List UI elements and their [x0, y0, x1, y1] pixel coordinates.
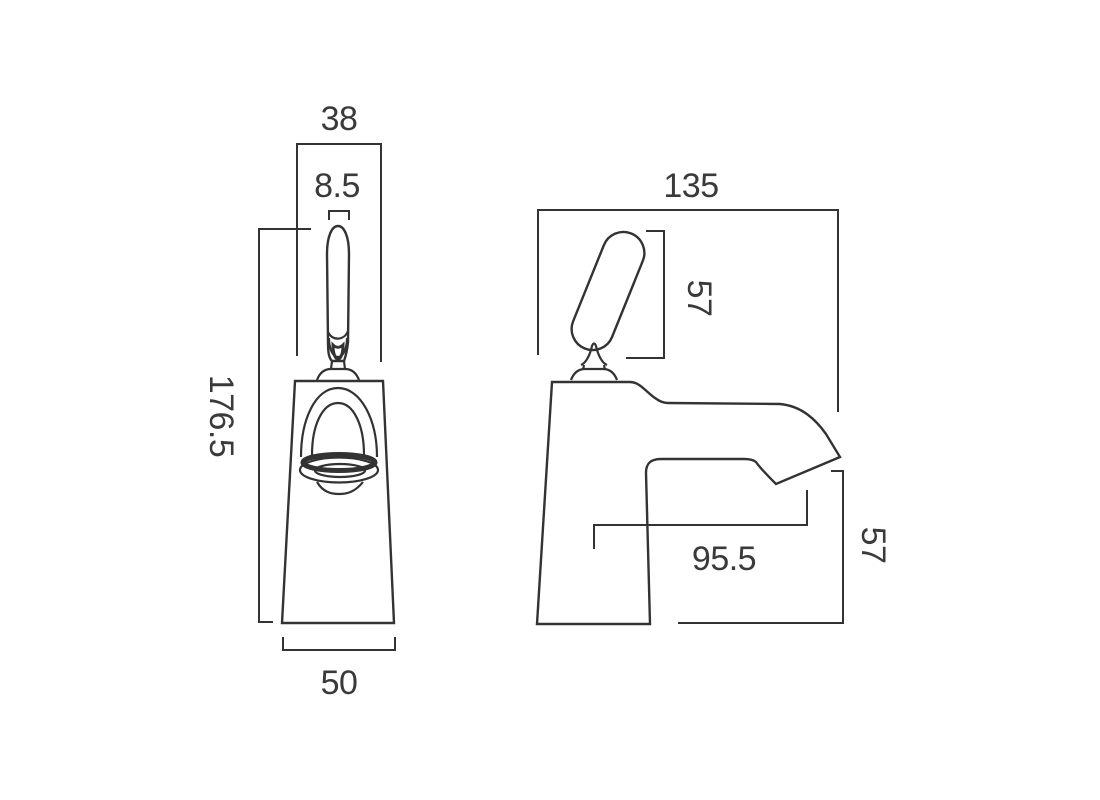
- front-lever-teardrop: [331, 341, 345, 361]
- dim-label-spout-reach: 95.5: [692, 540, 756, 578]
- side-handle-cone: [580, 342, 608, 367]
- dim-line-overall-height: [258, 228, 311, 623]
- dim-label-handle-length: 57: [680, 280, 718, 317]
- front-aerator-rim-band: [300, 452, 378, 473]
- dim-label-overall-height: 176.5: [202, 375, 240, 458]
- dim-line-base-width: [282, 637, 396, 651]
- dim-label-base-width: 50: [321, 664, 358, 702]
- dim-line-overall-depth: [537, 209, 839, 412]
- front-flange: [315, 367, 361, 381]
- front-neck-lines: [329, 360, 347, 370]
- front-lever-outline: [325, 224, 351, 363]
- dim-label-spout-height: 57: [854, 527, 892, 564]
- side-view-group: 135 57 95.5 57: [535, 167, 892, 626]
- front-aerator-rim-outer: [298, 456, 380, 484]
- front-lever-pouch-curve: [327, 337, 349, 359]
- dim-line-handle-length: [626, 230, 665, 359]
- dim-label-lever-width: 8.5: [314, 167, 360, 205]
- dim-line-top-width: [296, 143, 382, 362]
- side-handle-capsule: [570, 230, 646, 352]
- dim-line-spout-reach: [593, 490, 808, 549]
- side-flange: [569, 367, 619, 381]
- front-body-outline: [280, 379, 396, 625]
- dim-label-overall-depth: 135: [663, 167, 718, 205]
- front-view-group: 38 8.5 176.5 50: [202, 100, 396, 702]
- dim-label-top-width: 38: [321, 100, 358, 138]
- side-body-spout-outline: [535, 380, 842, 626]
- front-aerator-rim-inner: [313, 462, 367, 479]
- dim-line-spout-height: [678, 470, 844, 624]
- front-lever-inner-curve: [326, 330, 350, 340]
- front-spout-bottom-arc: [316, 481, 364, 496]
- front-spout-arch-outer: [299, 386, 379, 458]
- dim-line-lever-width: [328, 210, 350, 220]
- front-spout-arch-inner: [310, 401, 366, 456]
